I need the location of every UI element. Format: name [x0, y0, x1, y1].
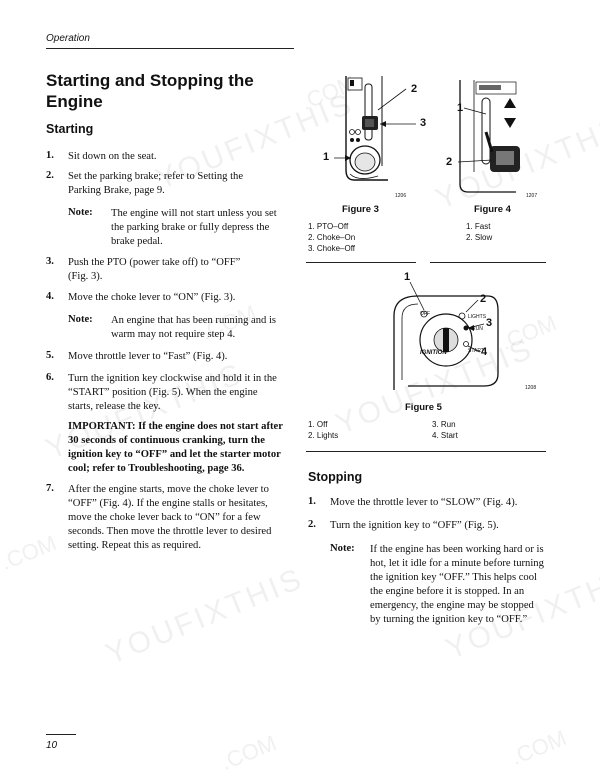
note-text: An engine that has been running and is w…: [111, 315, 277, 340]
note-label: Note:: [330, 543, 355, 554]
step-number: 7.: [46, 483, 54, 494]
figure-4-title: Figure 4: [474, 204, 511, 215]
step-number: 6.: [46, 372, 54, 383]
stopping-heading: Stopping: [308, 470, 363, 484]
watermark-com: .COM: [217, 730, 280, 775]
figure-3-rule: [306, 262, 416, 263]
figure-5-title: Figure 5: [405, 402, 442, 413]
step-text: Sit down on the seat.: [68, 151, 157, 162]
figure-5-callout: 2: [480, 293, 487, 305]
step-text: After the engine starts, move the choke …: [68, 484, 272, 551]
step-text: Set the parking brake; refer to Setting …: [68, 171, 244, 196]
figure-3-number: 1206: [395, 193, 407, 199]
figure-5-illustration: [393, 281, 499, 390]
step-number: 1.: [308, 496, 316, 507]
step-number: 3.: [46, 256, 54, 267]
panel-label-start: START: [468, 348, 484, 354]
figure-5-legend-item: 4. Start: [432, 431, 458, 440]
step-number: 5.: [46, 350, 54, 361]
figure-5-number: 1208: [525, 385, 537, 391]
figure-5-legend-item: 3. Run: [432, 420, 456, 429]
header-rule: [46, 48, 294, 49]
step-text: Move the throttle lever to “SLOW” (Fig. …: [330, 497, 518, 508]
figure-3-title: Figure 3: [342, 204, 379, 215]
section-header: Operation: [46, 33, 90, 44]
figure-5-callout: 4: [481, 346, 488, 358]
watermark-com: .COM: [0, 530, 60, 575]
figure-3-illustration: [334, 76, 416, 181]
panel-label-lights: LIGHTS: [468, 314, 487, 320]
step-number: 4.: [46, 291, 54, 302]
footer-rule: [46, 734, 76, 735]
figure-3-legend-item: 3. Choke–Off: [308, 244, 355, 253]
figure-4-callout: 1: [457, 102, 464, 114]
figure-3-callout: 3: [420, 117, 427, 129]
figure-4-number: 1207: [526, 193, 538, 199]
figure-5-rule: [306, 451, 546, 452]
watermark: YOUFIXTHIS: [101, 561, 309, 672]
panel-label-ignition: IGNITION: [420, 350, 447, 356]
step-text: Move the choke lever to “ON” (Fig. 3).: [68, 292, 236, 303]
figure-4-illustration: [457, 80, 520, 193]
figure-5-legend-item: 1. Off: [308, 420, 328, 429]
figure-5-legend-item: 2. Lights: [308, 431, 339, 440]
step-number: 2.: [46, 170, 54, 181]
figure-3-legend-item: 1. PTO–Off: [308, 222, 349, 231]
important-notice: IMPORTANT: If the engine does not start …: [68, 421, 283, 474]
step-number: 1.: [46, 150, 54, 161]
figure-4-rule: [430, 262, 546, 263]
figure-4-legend-item: 1. Fast: [466, 222, 491, 231]
panel-label-run: RUN: [472, 326, 483, 332]
step-text: Turn the ignition key clockwise and hold…: [68, 373, 277, 412]
note-text: If the engine has been working hard or i…: [370, 544, 544, 625]
step-text: Push the PTO (power take off) to “OFF” (…: [68, 257, 241, 282]
figure-3-legend-item: 2. Choke–On: [308, 233, 356, 242]
step-text: Move throttle lever to “Fast” (Fig. 4).: [68, 351, 228, 362]
figure-3-callout: 2: [411, 83, 418, 95]
starting-heading: Starting: [46, 122, 94, 136]
watermark-com: .COM: [507, 725, 570, 770]
step-number: 2.: [308, 519, 316, 530]
figure-5-callout: 1: [404, 271, 411, 283]
page-number: 10: [46, 740, 58, 751]
figure-4-legend-item: 2. Slow: [466, 233, 493, 242]
panel-label-off: OFF: [420, 311, 430, 317]
step-text: Turn the ignition key to “OFF” (Fig. 5).: [330, 520, 499, 531]
note-label: Note:: [68, 314, 93, 325]
figure-5-callout: 3: [486, 317, 493, 329]
note-label: Note:: [68, 207, 93, 218]
note-text: The engine will not start unless you set…: [111, 208, 277, 247]
page-title: Starting and Stopping the Engine: [46, 71, 254, 111]
figure-4-callout: 2: [446, 156, 453, 168]
figure-3-callout: 1: [323, 151, 330, 163]
